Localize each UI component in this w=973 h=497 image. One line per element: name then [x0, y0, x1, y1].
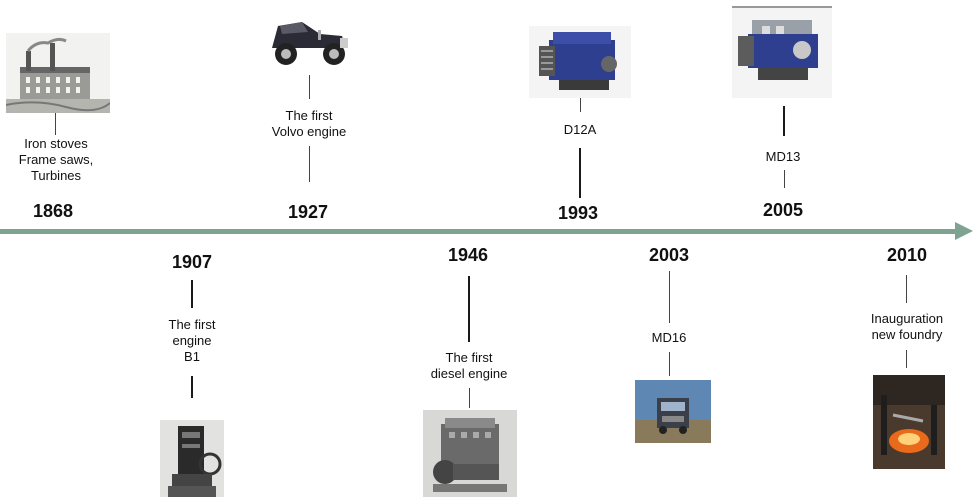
- connector-2010-bottom: [906, 350, 907, 368]
- connector-1927-top: [309, 75, 310, 99]
- event-year-1946: 1946: [447, 245, 489, 265]
- connector-2010-top: [906, 275, 907, 303]
- event-year-1907: 1907: [171, 252, 213, 272]
- connector-1993-top: [580, 98, 581, 112]
- connector-2005-top: [783, 106, 785, 136]
- connector-1907-top: [191, 280, 193, 308]
- md13-engine-icon: [732, 6, 832, 98]
- event-year-2010: 2010: [886, 245, 928, 265]
- connector-1993-bottom: [579, 148, 581, 198]
- connector-1946-bottom: [469, 388, 470, 408]
- event-label-1907: The first engine B1: [168, 317, 216, 364]
- vintage-car-icon: [262, 12, 354, 72]
- d12a-engine-icon: [529, 26, 631, 98]
- connector-2003-top: [669, 271, 670, 323]
- event-year-2003: 2003: [648, 245, 690, 265]
- connector-1946-top: [468, 276, 470, 342]
- truck-icon: [635, 380, 711, 443]
- event-label-1868: Iron stoves Frame saws, Turbines: [18, 136, 94, 183]
- connector-1927-bottom: [309, 146, 310, 182]
- early-engine-icon: [160, 420, 224, 497]
- event-label-1946: The first diesel engine: [430, 350, 508, 381]
- event-year-1993: 1993: [557, 203, 599, 223]
- connector-2005-bottom: [784, 170, 785, 188]
- event-year-1927: 1927: [287, 202, 329, 222]
- foundry-icon: [873, 375, 945, 469]
- event-label-2003: MD16: [651, 330, 687, 345]
- event-year-1868: 1868: [32, 201, 74, 221]
- timeline-axis: [0, 229, 958, 234]
- event-year-2005: 2005: [762, 200, 804, 220]
- connector-1868: [55, 113, 56, 135]
- factory-engraving-icon: [6, 33, 110, 113]
- event-label-2010: Inauguration new foundry: [870, 311, 944, 342]
- timeline-arrow-head: [955, 222, 973, 240]
- event-label-2005: MD13: [765, 149, 801, 164]
- connector-1907-bottom: [191, 376, 193, 398]
- connector-2003-bottom: [669, 352, 670, 376]
- diesel-engine-icon: [423, 410, 517, 497]
- event-label-1993: D12A: [563, 122, 597, 137]
- event-label-1927: The first Volvo engine: [271, 108, 347, 139]
